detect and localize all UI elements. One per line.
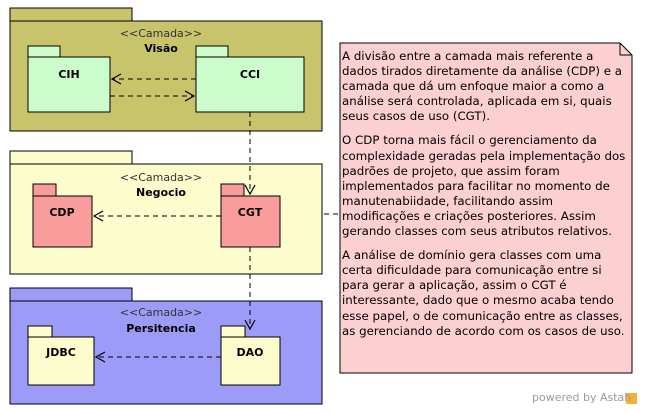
package-dao-name: DAO [237, 346, 264, 359]
package-cci-body [195, 56, 305, 113]
package-cci-tab [195, 45, 229, 59]
layer-persistencia-tab [9, 287, 133, 303]
package-cgt-name: CGT [238, 206, 263, 219]
package-cih-tab [27, 45, 61, 59]
layer-negocio-name: Negocio [136, 186, 186, 199]
package-cdp[interactable]: CDP [32, 183, 93, 248]
layer-persistencia-name: Persitencia [126, 322, 196, 335]
layer-negocio-stereotype: <<Camada>> [120, 171, 202, 184]
note-fold [619, 43, 632, 56]
layer-persistencia-stereotype: <<Camada>> [120, 306, 202, 319]
note-paragraph-3: A análise de domínio gera classes com um… [342, 248, 625, 338]
package-cdp-name: CDP [49, 206, 74, 219]
note-paragraph-1: A divisão entre a camada mais referente … [342, 49, 622, 124]
note[interactable] [339, 42, 633, 374]
package-cci-name: CCI [240, 68, 260, 81]
package-jdbc-name: JDBC [45, 346, 76, 359]
package-jdbc-tab [27, 325, 53, 339]
package-cdp-body [32, 195, 93, 248]
layer-visao-name: Visão [144, 42, 178, 55]
note-paragraph-2: O CDP torna mais fácil o gerenciamento d… [342, 133, 626, 239]
package-dao[interactable]: DAO [220, 325, 281, 386]
package-jdbc[interactable]: JDBC [27, 325, 95, 386]
package-cci[interactable]: CCI [195, 45, 305, 113]
package-cih-body [27, 56, 111, 113]
note-text: A divisão entre a camada mais referente … [342, 49, 628, 348]
layer-visao-stereotype: <<Camada>> [120, 27, 202, 40]
powered-by-label: powered by Astah [532, 391, 632, 404]
astah-logo-icon [626, 393, 637, 404]
package-dao-tab [220, 325, 246, 339]
package-cgt-tab [220, 183, 245, 198]
package-cgt-body [220, 195, 281, 248]
package-cdp-tab [32, 183, 57, 198]
package-jdbc-body [27, 336, 95, 386]
package-cgt[interactable]: CGT [220, 183, 281, 248]
package-cih-name: CIH [58, 68, 79, 81]
note-shape [339, 42, 633, 374]
layer-visao-tab [9, 7, 133, 23]
package-dao-body [220, 336, 281, 386]
layer-negocio-tab [9, 150, 133, 166]
package-cih[interactable]: CIH [27, 45, 111, 113]
